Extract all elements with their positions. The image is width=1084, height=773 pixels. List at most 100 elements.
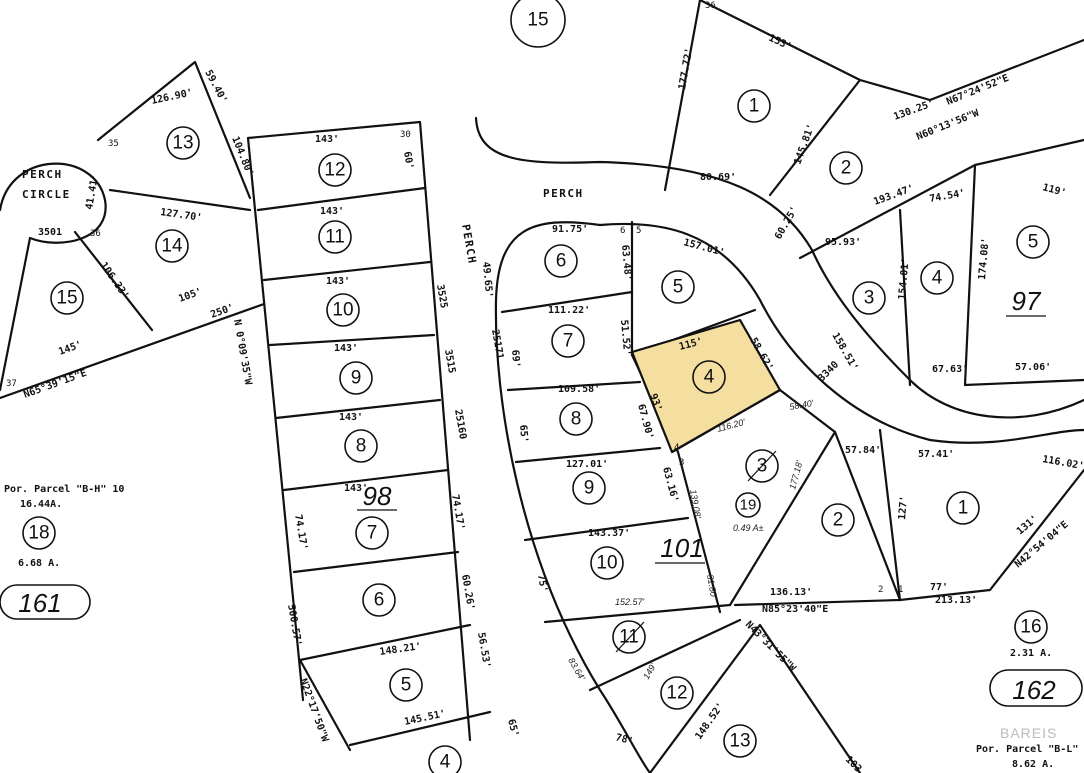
lot-s1-label: 1 xyxy=(958,498,969,519)
lot-c6-label: 6 xyxy=(374,590,385,611)
lot-i3-circle xyxy=(745,449,779,483)
perch-vertical-label: PERCH xyxy=(459,223,479,265)
dim: 78' xyxy=(614,732,634,747)
dim: N22°17'50"W xyxy=(297,677,330,744)
lot-i5-circle xyxy=(661,270,695,304)
lot-15-label: 15 xyxy=(56,288,77,309)
dim: 106.33' xyxy=(98,260,131,301)
dim: 500.57' xyxy=(285,604,303,647)
lot-i3-strike xyxy=(747,450,777,482)
address-3525: 3525 xyxy=(434,284,449,310)
left-parcel-area: 16.44A. xyxy=(20,499,62,510)
corner-35: 35 xyxy=(108,139,119,149)
lot-r1-label: 1 xyxy=(749,96,760,117)
block-101: 101 xyxy=(660,533,703,563)
dim: 80.69' xyxy=(700,172,736,183)
dim: 127' xyxy=(897,495,910,520)
dim: 154.01' xyxy=(897,257,912,300)
dim: 145' xyxy=(57,339,83,358)
lot-r2-circle xyxy=(829,151,863,185)
dim: 139.08' xyxy=(688,489,703,520)
dim: 131' xyxy=(1015,513,1041,537)
lot-16-circle xyxy=(1014,610,1048,644)
lot-m10-circle xyxy=(590,546,624,580)
corner-6: 6 xyxy=(620,226,625,236)
dim: 91.75' xyxy=(552,224,588,235)
right-lot-area: 2.31 A. xyxy=(1010,648,1052,659)
lot-c9-circle xyxy=(339,361,373,395)
dim: 103.88' xyxy=(843,754,881,773)
lot-circles: 15 13 14 15 12 11 10 9 8 7 6 5 4 6 7 8 9… xyxy=(22,0,1050,773)
right-parcel-note: Por. Parcel "B-L" xyxy=(976,744,1078,755)
page-161-box xyxy=(0,584,91,620)
dim: 41.41' xyxy=(84,173,101,210)
block-15-circle xyxy=(510,0,566,48)
lot-s2-circle xyxy=(821,503,855,537)
lot-c10-label: 10 xyxy=(332,300,353,321)
corner-1: 1 xyxy=(898,585,903,595)
lot-s1-circle xyxy=(946,491,980,525)
block-labels: 98 101 97 161 162 xyxy=(0,286,1083,707)
lot-r2-label: 2 xyxy=(841,158,852,179)
watermark: BAREIS xyxy=(1000,725,1057,741)
dim: 143' xyxy=(320,206,344,217)
lot-c8-label: 8 xyxy=(356,436,367,457)
dim: 59.40' xyxy=(202,68,229,105)
corner-4: 4 xyxy=(674,443,679,453)
dim: 148.21' xyxy=(379,641,422,658)
dim: 67.63' xyxy=(932,364,968,375)
lot-s2-label: 2 xyxy=(833,510,844,531)
lot-c7-circle xyxy=(355,516,389,550)
lot-m13-label: 13 xyxy=(729,731,750,752)
dim: 60.26' xyxy=(459,574,476,611)
lot-m7-label: 7 xyxy=(563,331,574,352)
dim: 77' xyxy=(930,582,948,593)
right-block-lines xyxy=(663,0,1084,387)
lot-c5-label: 5 xyxy=(401,675,412,696)
dim: 83.64' xyxy=(566,656,587,682)
lot-m11-circle xyxy=(612,620,646,654)
lot-c5-circle xyxy=(389,668,423,702)
lot-m12-circle xyxy=(660,676,694,710)
lot-m6-circle xyxy=(544,244,578,278)
dim: 65' xyxy=(505,718,520,738)
left-parcel-note: Por. Parcel "B-H" 10 xyxy=(4,484,124,495)
lot-i5-label: 5 xyxy=(673,277,684,298)
corner-36b: 36 xyxy=(705,1,716,11)
dim: 143' xyxy=(315,134,339,145)
dim: 127.70' xyxy=(160,207,203,224)
dim: 127.01' xyxy=(566,459,608,470)
dim: 63.48' xyxy=(619,244,633,281)
lot-3-lines xyxy=(670,388,1084,607)
lot-m12-label: 12 xyxy=(666,683,687,704)
dim: 143' xyxy=(334,343,358,354)
lot-m9-circle xyxy=(572,471,606,505)
dim: 56.53' xyxy=(475,632,492,669)
address-25160: 25160 xyxy=(452,409,468,441)
lot-c11-circle xyxy=(318,220,352,254)
perch-top-label: PERCH xyxy=(543,187,584,200)
lot-m11-strike xyxy=(615,621,645,653)
block-98: 98 xyxy=(363,481,392,511)
dim: 57.06' xyxy=(1015,362,1051,373)
lot-13-label: 13 xyxy=(172,133,193,154)
lot-18-label: 18 xyxy=(28,523,49,544)
left-lot-area: 6.68 A. xyxy=(18,558,60,569)
dim: 130.25' xyxy=(892,98,935,123)
dim: 69' xyxy=(509,349,522,368)
dim: 49.65' xyxy=(480,261,494,298)
dim: 136.13' xyxy=(770,587,812,598)
lot-r5-circle xyxy=(1016,225,1050,259)
block-97: 97 xyxy=(1012,286,1042,316)
lot-i4-circle xyxy=(692,360,726,394)
lot-m8-circle xyxy=(559,402,593,436)
lot-i4-label: 4 xyxy=(704,367,715,388)
page-162-box xyxy=(989,669,1083,707)
lot-16-label: 16 xyxy=(1020,617,1041,638)
lot-r1-circle xyxy=(737,89,771,123)
address-3501: 3501 xyxy=(38,227,62,238)
dim: 74.54' xyxy=(929,188,966,205)
dim: 74.17' xyxy=(292,514,309,551)
lot-14-circle xyxy=(155,229,189,263)
